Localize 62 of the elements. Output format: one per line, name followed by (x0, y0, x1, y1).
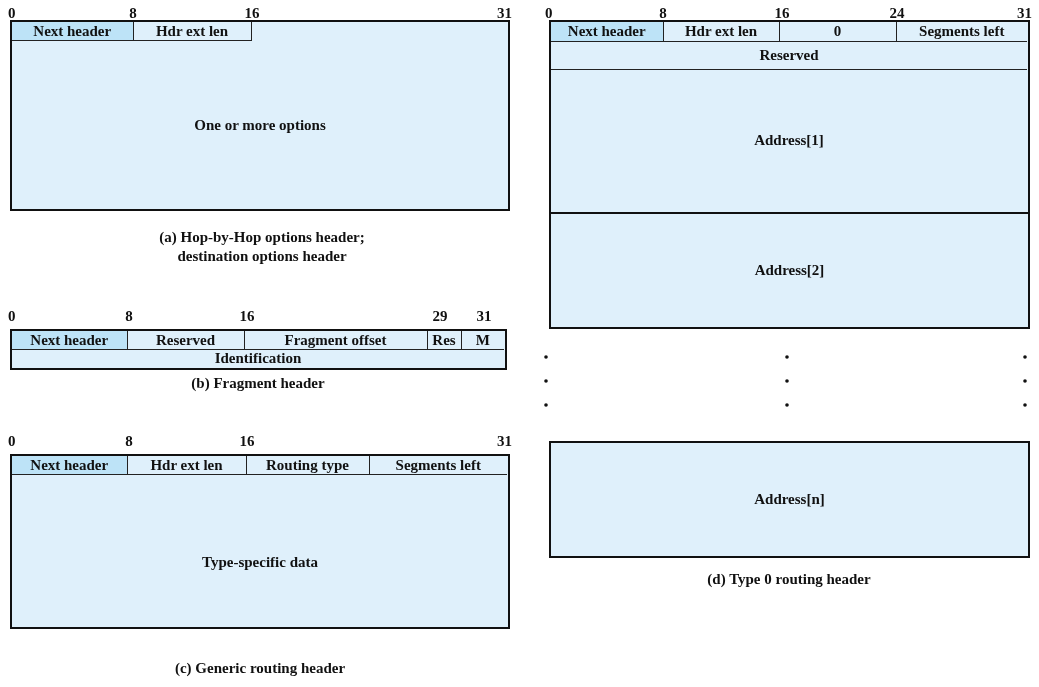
field-label: Next header (566, 23, 647, 39)
field-label: Next header (29, 332, 110, 348)
field-label: One or more options (193, 117, 327, 132)
field-label: Res (431, 332, 457, 348)
field-label: Fragment offset (283, 332, 388, 348)
bit-position: 31 (497, 432, 512, 451)
bit-position: 0 (8, 432, 16, 451)
header-frame (10, 454, 510, 629)
bit-position: 31 (497, 4, 512, 23)
field-label: Address[2] (753, 262, 826, 277)
header-field (133, 22, 252, 41)
bit-position: 29 (432, 307, 448, 326)
bit-position: 16 (239, 432, 255, 451)
field-label: Reserved (154, 332, 217, 348)
bit-position: 8 (659, 4, 667, 23)
header-field (12, 22, 134, 41)
bit-position: 8 (129, 4, 137, 23)
header-frame (549, 441, 1030, 558)
field-label: Segments left (394, 457, 482, 473)
field-label: Hdr ext len (154, 23, 230, 39)
field-label: M (474, 332, 491, 348)
header-frame (10, 20, 510, 211)
field-label: Segments left (918, 23, 1006, 39)
field-label: Reserved (758, 47, 820, 63)
header-frame (549, 212, 1030, 329)
header-field (244, 331, 428, 350)
bit-position: 0 (545, 4, 553, 23)
field-label: 0 (832, 23, 843, 39)
header-field (779, 22, 897, 42)
header-field (127, 456, 247, 475)
field-label: Address[n] (753, 491, 826, 506)
field-label: Identification (213, 350, 303, 366)
figure-caption: (d) Type 0 routing header (707, 570, 871, 589)
header-field (663, 22, 780, 42)
header-field (551, 22, 664, 42)
bit-position: 8 (125, 307, 133, 326)
bit-position: 16 (244, 4, 260, 23)
field-label: Hdr ext len (683, 23, 759, 39)
bit-position: 8 (125, 432, 133, 451)
bit-position: 24 (889, 4, 905, 23)
figure-caption: (c) Generic routing header (174, 659, 346, 678)
header-frame (549, 20, 1030, 214)
header-field (12, 456, 128, 475)
header-field (12, 331, 128, 350)
bit-position: 0 (8, 307, 16, 326)
bit-position: 0 (8, 4, 16, 23)
bit-position: 31 (476, 307, 492, 326)
header-field (246, 456, 370, 475)
field-label: Type-specific data (201, 554, 319, 569)
header-field (427, 331, 462, 350)
bit-position: 16 (774, 4, 790, 23)
bit-position: 16 (239, 307, 255, 326)
field-label: Hdr ext len (149, 457, 224, 473)
field-label: Routing type (265, 457, 350, 473)
field-label: Address[1] (753, 132, 825, 148)
header-frame (10, 329, 507, 370)
header-field (127, 331, 245, 350)
bit-position: 31 (1017, 4, 1032, 23)
field-label: Next header (32, 23, 113, 39)
field-label: Next header (29, 457, 110, 473)
figure-caption: (b) Fragment header (191, 374, 325, 393)
figure-caption: (a) Hop-by-Hop options header; destination options header (158, 228, 366, 266)
